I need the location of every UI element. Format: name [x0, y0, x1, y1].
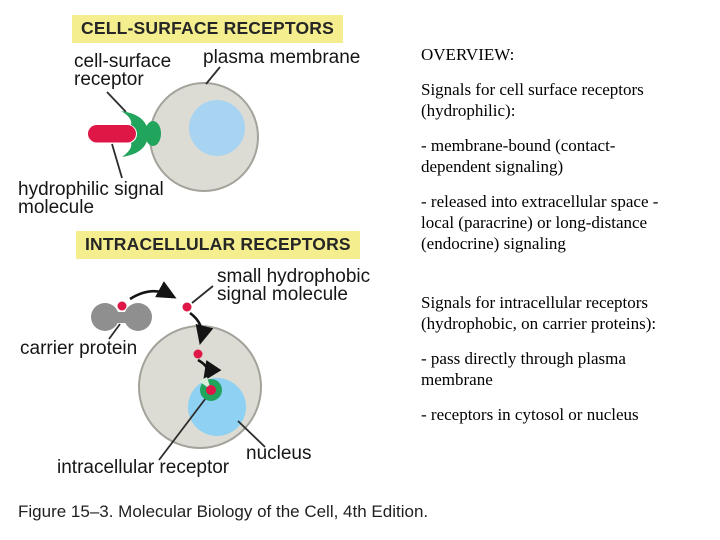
callout-line: [205, 66, 221, 85]
overview-paragraph: - released into extracellular space - lo…: [421, 192, 659, 253]
callout-line: [237, 420, 266, 448]
callout-line: [158, 393, 210, 461]
signal-dot: [193, 349, 203, 359]
label-plasma-membrane: plasma membrane: [203, 47, 361, 68]
label-nucleus: nucleus: [246, 443, 312, 464]
signal-dot: [182, 302, 192, 312]
overview-heading: OVERVIEW:: [421, 45, 515, 64]
cell-surface-diagram: [88, 66, 259, 192]
callout-line: [108, 323, 121, 340]
signal-dot-bound: [206, 385, 216, 395]
arrow-to-receptor: [197, 358, 222, 382]
callout-line: [191, 285, 214, 304]
overview-paragraph: Signals for cell surface receptors (hydr…: [421, 80, 644, 120]
figure-caption: Figure 15–3. Molecular Biology of the Ce…: [18, 502, 429, 521]
section-title-cell-surface-receptors: CELL-SURFACE RECEPTORS: [72, 15, 343, 43]
receptor-claw: [121, 111, 148, 157]
signal-dot: [117, 301, 127, 311]
overview-paragraph: - pass directly through plasma membrane: [421, 349, 626, 389]
overview-text: OVERVIEW: Signals for cell surface recep…: [421, 44, 713, 439]
arrow-through-membrane: [189, 311, 214, 346]
arrow-carrier-to-free: [129, 281, 177, 301]
label-hydrophilic-signal-molecule: hydrophilic signal molecule: [18, 179, 164, 218]
overview-paragraph: Signals for intracellular receptors (hyd…: [421, 293, 657, 333]
carrier-protein-shape: [91, 303, 152, 331]
intracellular-diagram: [91, 281, 266, 461]
receptor-knob: [145, 121, 161, 146]
label-small-hydrophobic-signal-molecule: small hydrophobic signal molecule: [217, 266, 371, 305]
signal-molecule-pill: [88, 125, 136, 143]
callout-line: [111, 143, 123, 179]
section-title-intracellular-receptors: INTRACELLULAR RECEPTORS: [76, 231, 360, 259]
label-cell-surface-receptor: cell-surface receptor: [74, 51, 172, 90]
overview-paragraph: - receptors in cytosol or nucleus: [421, 405, 639, 424]
overview-paragraph: - membrane-bound (contact- dependent sig…: [421, 136, 616, 176]
label-carrier-protein: carrier protein: [20, 338, 138, 359]
callout-line: [106, 91, 127, 113]
receptor-diagrams: [88, 66, 266, 461]
nucleus-shape: [189, 100, 245, 156]
label-intracellular-receptor: intracellular receptor: [57, 457, 230, 478]
